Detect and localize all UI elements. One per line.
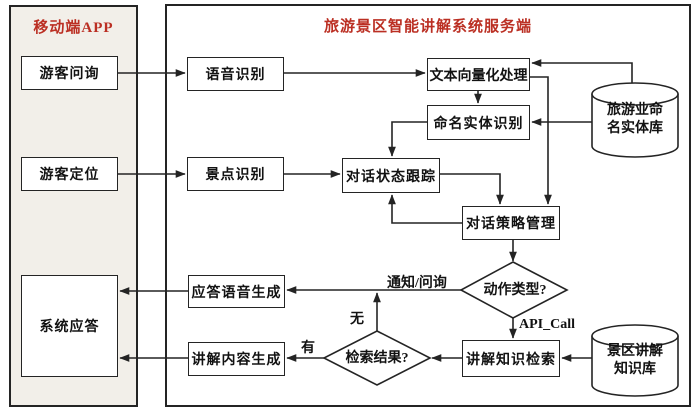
node-guest-location: 游客定位 <box>21 157 118 191</box>
scenic-knowledge-db-line1: 景区讲解 <box>607 344 663 359</box>
action-type-label: 动作类型? <box>483 283 547 298</box>
tourism-entity-db-line1: 旅游业命 <box>607 103 663 118</box>
node-poi-recognition: 景点识别 <box>187 157 284 191</box>
node-dialog-policy-management: 对话策略管理 <box>462 206 560 240</box>
edge-entity-db-to-text-vectorization <box>531 59 633 84</box>
tourism-entity-db-line2: 名实体库 <box>607 121 663 136</box>
node-system-response: 系统应答 <box>21 275 118 377</box>
edge-ner-to-dialog-state-tracking <box>388 121 427 157</box>
node-guest-inquiry: 游客问询 <box>21 56 118 90</box>
node-response-speech-generation: 应答语音生成 <box>188 275 285 308</box>
tourism-entity-db-cylinder-top <box>591 82 679 106</box>
edge-dialog-policy-to-dialog-state-tracking <box>388 194 462 224</box>
node-speech-recognition: 语音识别 <box>187 57 284 91</box>
node-text-vectorization: 文本向量化处理 <box>427 58 530 91</box>
node-explain-content-generation: 讲解内容生成 <box>188 342 285 376</box>
server-panel-title: 旅游景区智能讲解系统服务端 <box>323 19 532 35</box>
edge-label-api-call: API_Call <box>519 317 575 332</box>
edge-label-notify-inquiry: 通知/问询 <box>387 276 447 291</box>
scenic-knowledge-db-label: 景区讲解 知识库 <box>592 343 678 379</box>
retrieval-result-diamond <box>322 330 432 386</box>
node-dialog-state-tracking: 对话状态跟踪 <box>342 158 440 193</box>
edge-label-yes: 有 <box>301 341 315 356</box>
tourism-entity-db-cylinder <box>591 94 679 158</box>
edge-text-vectorization-to-dialog-policy <box>530 76 552 205</box>
tourism-entity-db-label: 旅游业命 名实体库 <box>592 102 678 138</box>
scenic-knowledge-db-cylinder <box>591 336 679 397</box>
retrieval-result-label: 检索结果? <box>345 351 409 366</box>
edge-label-no: 无 <box>350 312 364 327</box>
scenic-knowledge-db-line2: 知识库 <box>614 362 656 377</box>
action-type-diamond <box>459 261 569 319</box>
mobile-app-panel-title: 移动端APP <box>33 20 114 36</box>
scenic-knowledge-db-cylinder-top <box>591 324 679 348</box>
node-explain-knowledge-retrieval: 讲解知识检索 <box>462 340 560 377</box>
edge-dialog-state-tracking-to-dialog-policy <box>440 173 504 205</box>
node-named-entity-recognition: 命名实体识别 <box>427 105 530 140</box>
